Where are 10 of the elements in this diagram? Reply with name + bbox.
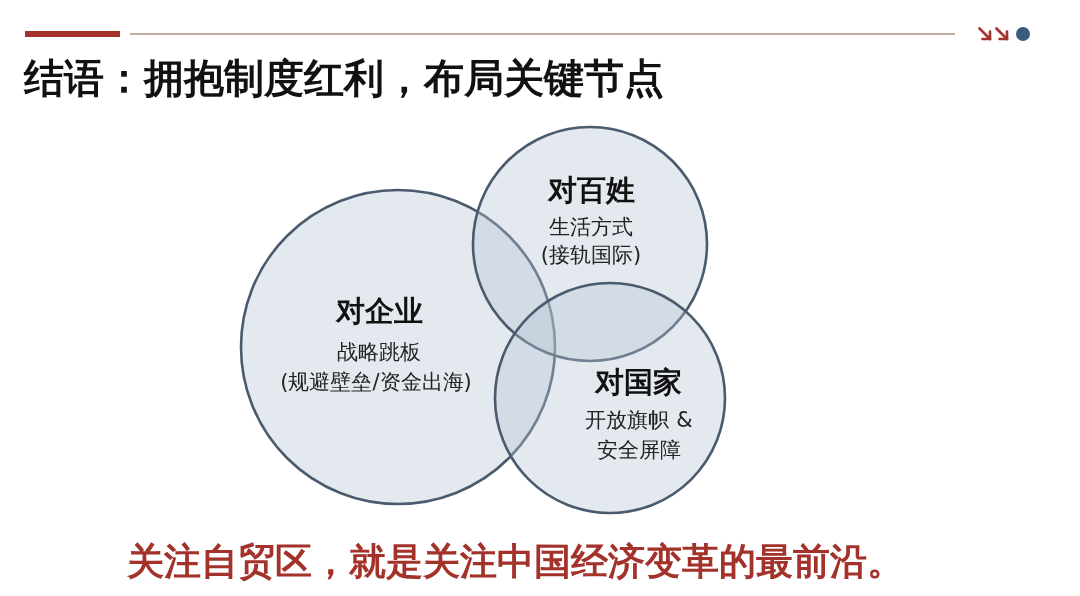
circle-heading: 对国家 bbox=[594, 364, 682, 400]
circle-text: (规避壁垒/资金出海) bbox=[280, 370, 472, 396]
circle-text: 生活方式 bbox=[549, 215, 633, 241]
circle-text: 开放旗帜 & 安全屏障 bbox=[584, 407, 694, 464]
circle-text: (接轨国际) bbox=[540, 243, 642, 269]
circle-heading: 对企业 bbox=[335, 293, 423, 329]
circle-text: 战略跳板 bbox=[337, 340, 421, 366]
conclusion-text: 关注自贸区，就是关注中国经济变革的最前沿。 bbox=[126, 539, 904, 585]
title: 结语：拥抱制度红利，布局关键节点 bbox=[24, 54, 664, 102]
circle-heading: 对百姓 bbox=[547, 172, 635, 208]
